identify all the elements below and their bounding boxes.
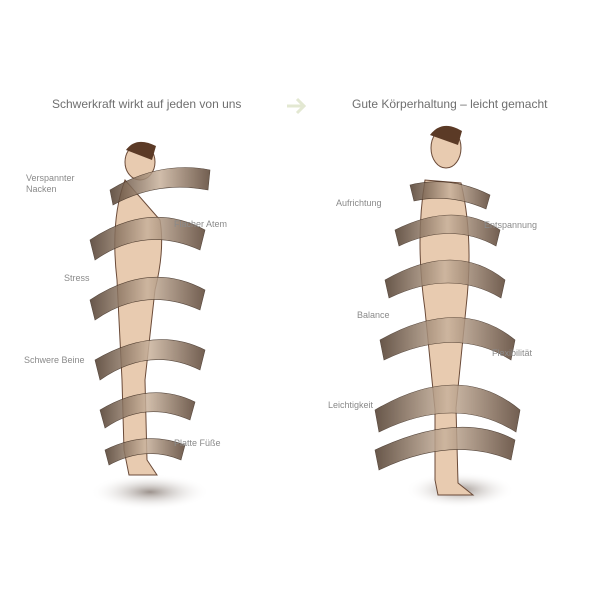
label-schwere-beine: Schwere Beine	[24, 355, 85, 365]
label-entspannung: Entspannung	[484, 220, 538, 230]
label-balance: Balance	[357, 310, 390, 320]
label-platte-fuesse: Platte Füße	[174, 438, 221, 448]
right-title: Gute Körperhaltung – leicht gemacht	[352, 97, 548, 111]
label-flacher-atem: Flacher Atem	[174, 219, 228, 229]
label-aufrichtung: Aufrichtung	[336, 198, 382, 208]
label-stress: Stress	[64, 273, 90, 283]
left-title: Schwerkraft wirkt auf jeden von uns	[52, 97, 242, 111]
label-nacken: Nacken	[26, 184, 57, 194]
arrow-right-icon	[287, 97, 307, 115]
label-verspannter: Verspannter	[26, 173, 75, 183]
ribbon-spiral-right	[374, 181, 521, 471]
ribbon-spiral-left	[89, 167, 211, 466]
label-leichtigkeit: Leichtigkeit	[328, 400, 374, 410]
label-flexibilitaet: Flexibilität	[492, 348, 533, 358]
